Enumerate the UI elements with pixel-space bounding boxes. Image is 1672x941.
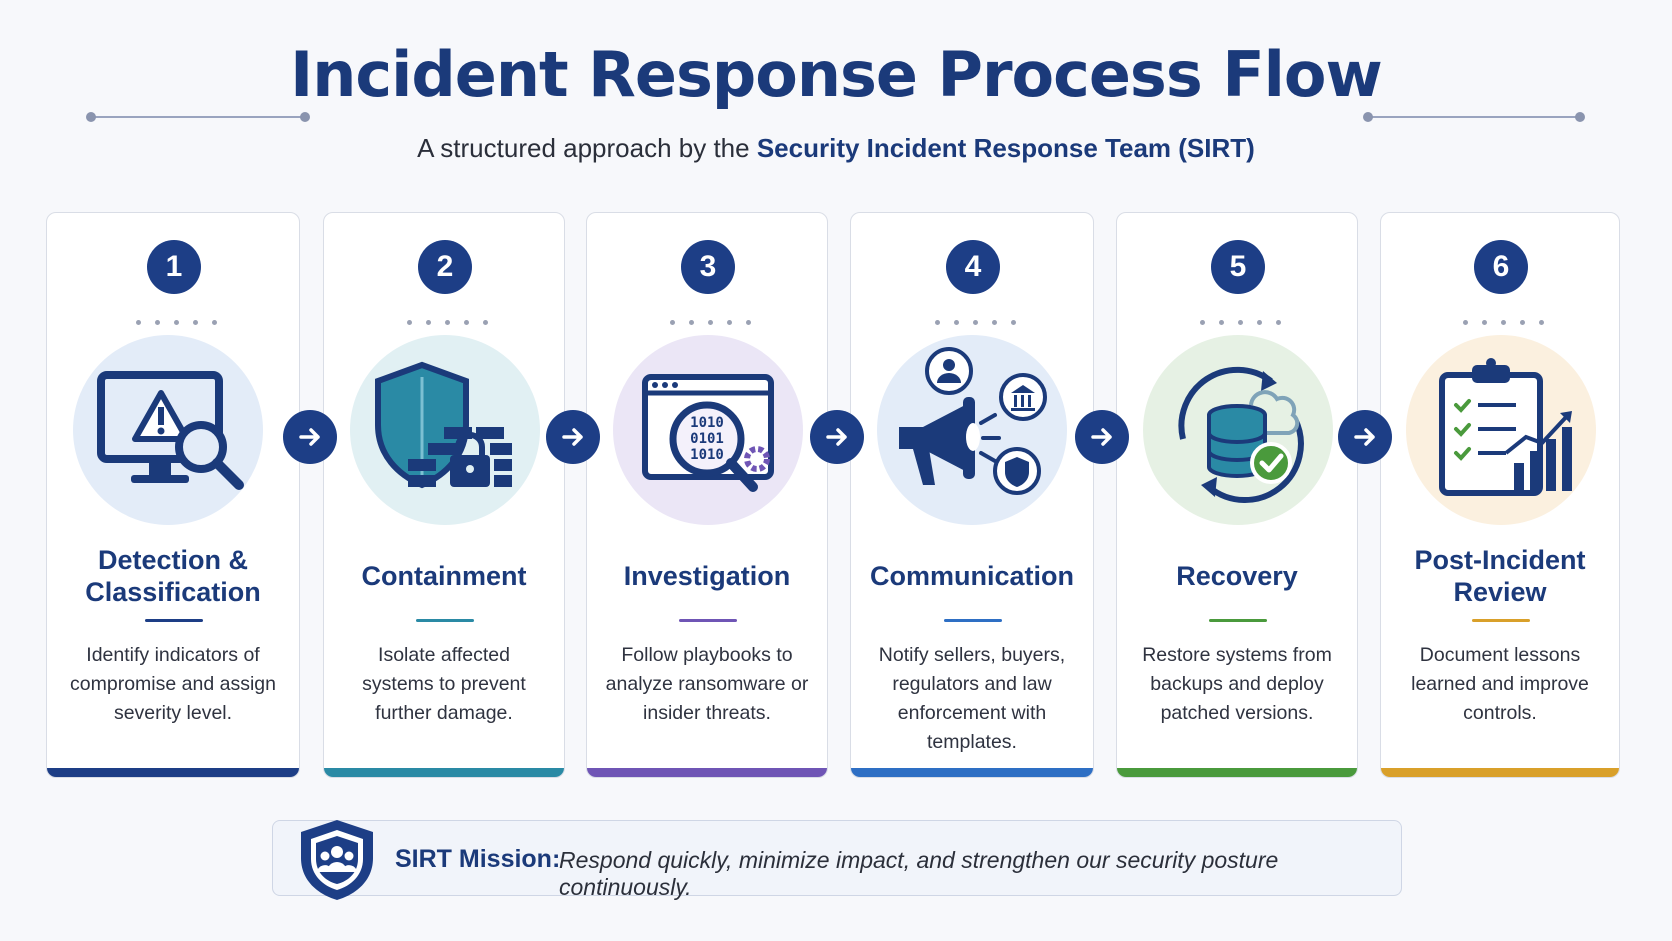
step-description: Restore systems from backups and deploy … xyxy=(1142,644,1332,724)
card-accent-bar xyxy=(851,768,1093,777)
step-number-badge: 3 xyxy=(681,240,735,294)
icon-circle: 1010 0101 1010 xyxy=(613,335,803,525)
divider-dot xyxy=(300,112,310,122)
title-underline xyxy=(944,619,1002,622)
title-divider-left xyxy=(91,116,305,118)
svg-text:1010: 1010 xyxy=(690,415,724,431)
step-description: Identify indicators of compromise and as… xyxy=(70,644,276,724)
divider-dot xyxy=(86,112,96,122)
svg-text:1010: 1010 xyxy=(690,447,724,463)
step-dots xyxy=(129,312,224,325)
step-title: Containment xyxy=(361,561,527,591)
step-dots xyxy=(1193,312,1288,325)
step-description: Document lessons learned and improve con… xyxy=(1411,644,1589,724)
subtitle-prefix: A structured approach by the xyxy=(417,133,750,163)
icon-circle xyxy=(877,335,1067,525)
step-card-investigation: 3 1010 0101 1010 Investigation Follow pl… xyxy=(586,212,828,778)
step-card-post-incident-review: 6 Post-Incident Review Document lessons … xyxy=(1380,212,1620,778)
page-subtitle: A structured approach by the Security In… xyxy=(0,133,1672,164)
step-number-badge: 4 xyxy=(946,240,1000,294)
step-card-containment: 2 Containment Isolate affected systems t… xyxy=(323,212,565,778)
step-description: Follow playbooks to analyze ransomware o… xyxy=(605,644,809,724)
title-underline xyxy=(416,619,474,622)
icon-circle xyxy=(1406,335,1596,525)
step-number-badge: 5 xyxy=(1211,240,1265,294)
icon-circle xyxy=(1143,335,1333,525)
step-dots xyxy=(1456,312,1551,325)
flow-arrow-icon xyxy=(1338,410,1392,464)
divider-dot xyxy=(1575,112,1585,122)
step-title: Investigation xyxy=(623,561,791,591)
step-title: Post-Incident Review xyxy=(1414,545,1586,607)
title-underline xyxy=(1472,619,1530,622)
title-divider-right xyxy=(1368,116,1580,118)
step-description: Notify sellers, buyers, regulators and l… xyxy=(878,644,1066,753)
card-accent-bar xyxy=(587,768,827,777)
step-description: Isolate affected systems to prevent furt… xyxy=(362,644,526,724)
svg-text:0101: 0101 xyxy=(690,431,724,447)
subtitle-team-name: Security Incident Response Team (SIRT) xyxy=(756,133,1255,163)
divider-dot xyxy=(1363,112,1373,122)
step-dots xyxy=(663,312,758,325)
card-accent-bar xyxy=(47,768,299,777)
page-title: Incident Response Process Flow xyxy=(290,38,1383,111)
step-card-detection: 1 Detection & Classification Identify in… xyxy=(46,212,300,778)
step-dots xyxy=(928,312,1023,325)
mission-banner: SIRT Mission: Respond quickly, minimize … xyxy=(272,820,1402,900)
mission-label: SIRT Mission: xyxy=(395,845,561,873)
title-underline xyxy=(145,619,203,622)
step-number-badge: 1 xyxy=(147,240,201,294)
step-number-badge: 2 xyxy=(418,240,472,294)
step-dots xyxy=(400,312,495,325)
icon-circle xyxy=(73,335,263,525)
step-number-badge: 6 xyxy=(1474,240,1528,294)
mission-text: Respond quickly, minimize impact, and st… xyxy=(559,847,1279,900)
card-accent-bar xyxy=(324,768,564,777)
title-underline xyxy=(1209,619,1267,622)
step-card-communication: 4 Communication Notify sellers, buyers, … xyxy=(850,212,1094,778)
flow-arrow-icon xyxy=(283,410,337,464)
step-title: Communication xyxy=(869,561,1074,591)
database-restore-icon xyxy=(1178,366,1304,503)
clipboard-chart-icon xyxy=(1439,358,1572,496)
step-card-recovery: 5 Recovery Restore systems from backups … xyxy=(1116,212,1358,778)
step-title: Detection & Classification xyxy=(85,545,261,607)
monitor-warning-magnifier-icon xyxy=(97,371,244,490)
card-accent-bar xyxy=(1381,768,1619,777)
flow-arrow-icon xyxy=(810,410,864,464)
flow-arrow-icon xyxy=(1075,410,1129,464)
shield-firewall-lock-icon xyxy=(375,361,512,489)
icon-circle xyxy=(350,335,540,525)
megaphone-stakeholders-icon xyxy=(899,347,1047,495)
title-underline xyxy=(679,619,737,622)
team-shield-icon xyxy=(301,820,373,900)
step-title: Recovery xyxy=(1176,561,1298,591)
binary-magnifier-icon: 1010 0101 1010 xyxy=(642,374,774,492)
card-accent-bar xyxy=(1117,768,1357,777)
flow-arrow-icon xyxy=(546,410,600,464)
